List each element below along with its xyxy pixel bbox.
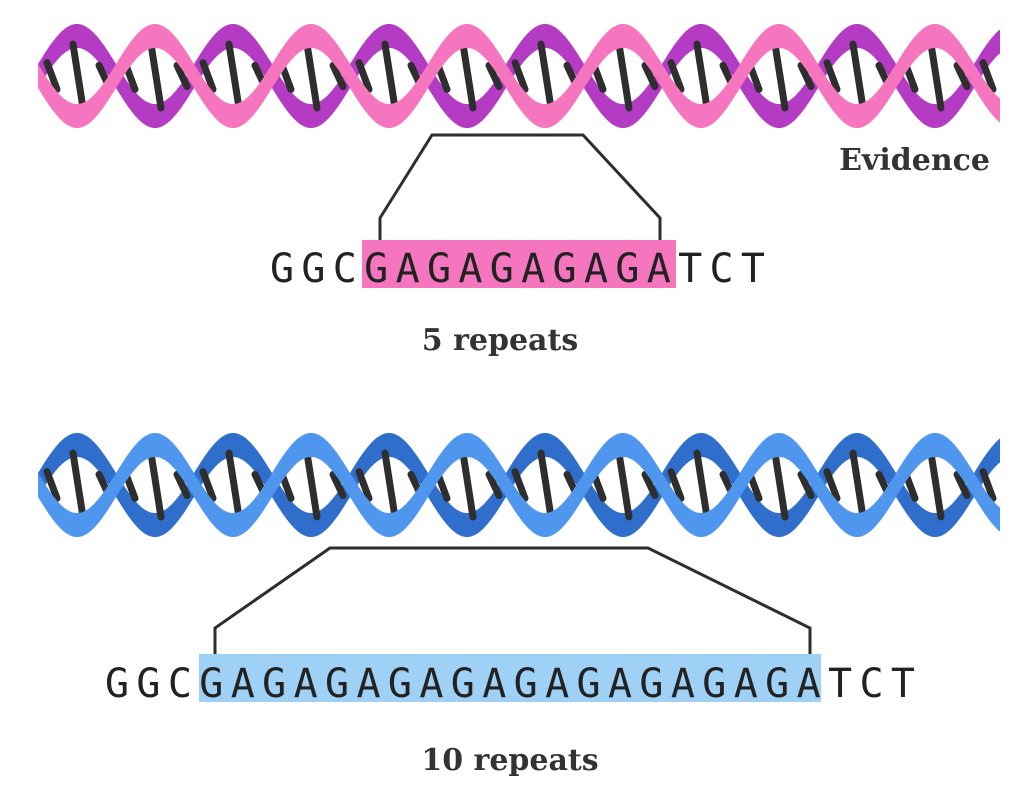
base-pair xyxy=(459,40,477,112)
base-pair xyxy=(43,59,61,93)
base-pair xyxy=(199,59,217,93)
top-repeat-highlight xyxy=(362,240,676,288)
base-pair xyxy=(823,468,841,502)
base-pair xyxy=(667,468,685,502)
base-pair xyxy=(537,449,555,521)
base-pair xyxy=(953,61,971,91)
base-pair xyxy=(641,61,659,91)
base-pair xyxy=(147,40,165,112)
base-pair xyxy=(459,449,477,521)
bottom-repeat-highlight xyxy=(199,654,821,702)
base-pair xyxy=(303,40,321,112)
base-pair xyxy=(979,59,997,93)
base-pair xyxy=(381,449,399,521)
base-pair xyxy=(69,40,87,112)
base-pair xyxy=(511,468,529,502)
base-pair xyxy=(823,59,841,93)
base-pair xyxy=(771,449,789,521)
base-pair xyxy=(329,61,347,91)
base-pair xyxy=(927,449,945,521)
base-pair xyxy=(693,40,711,112)
base-pair xyxy=(485,470,503,500)
evidence-label: Evidence xyxy=(839,143,990,178)
base-pair xyxy=(329,470,347,500)
top-sequence-suffix: TCT xyxy=(678,246,765,292)
bottom-sequence-suffix: TCT xyxy=(828,661,915,707)
top-caption: 5 repeats xyxy=(422,323,578,358)
base-pair xyxy=(199,468,217,502)
back-strand xyxy=(38,24,1000,128)
front-strand xyxy=(38,433,1000,537)
back-strand xyxy=(38,433,1000,537)
base-pair xyxy=(511,59,529,93)
base-pair xyxy=(797,470,815,500)
top-sequence-prefix: GGC xyxy=(270,246,357,292)
top-repeat-bracket xyxy=(378,133,662,240)
base-pair xyxy=(485,61,503,91)
base-pair xyxy=(147,449,165,521)
base-pair xyxy=(693,449,711,521)
bottom-dna-helix xyxy=(38,433,1000,537)
base-pair xyxy=(381,40,399,112)
base-pair xyxy=(641,470,659,500)
base-pair xyxy=(849,449,867,521)
base-pair xyxy=(355,468,373,502)
top-dna-helix xyxy=(38,24,1000,128)
base-pair xyxy=(225,40,243,112)
base-pair xyxy=(667,59,685,93)
base-pair xyxy=(797,61,815,91)
base-pair xyxy=(953,470,971,500)
base-pair xyxy=(979,468,997,502)
base-pair xyxy=(927,40,945,112)
base-pair xyxy=(69,449,87,521)
bottom-sequence-prefix: GGC xyxy=(105,661,192,707)
base-pair xyxy=(355,59,373,93)
base-pair xyxy=(173,61,191,91)
base-pair xyxy=(303,449,321,521)
base-pair xyxy=(173,470,191,500)
base-pair xyxy=(537,40,555,112)
base-pair xyxy=(615,40,633,112)
bottom-repeat-bracket xyxy=(213,546,812,655)
base-pair xyxy=(849,40,867,112)
bottom-caption: 10 repeats xyxy=(421,743,598,778)
base-pair xyxy=(771,40,789,112)
base-pair xyxy=(43,468,61,502)
base-pair xyxy=(615,449,633,521)
base-pair xyxy=(225,449,243,521)
front-strand xyxy=(38,24,1000,128)
